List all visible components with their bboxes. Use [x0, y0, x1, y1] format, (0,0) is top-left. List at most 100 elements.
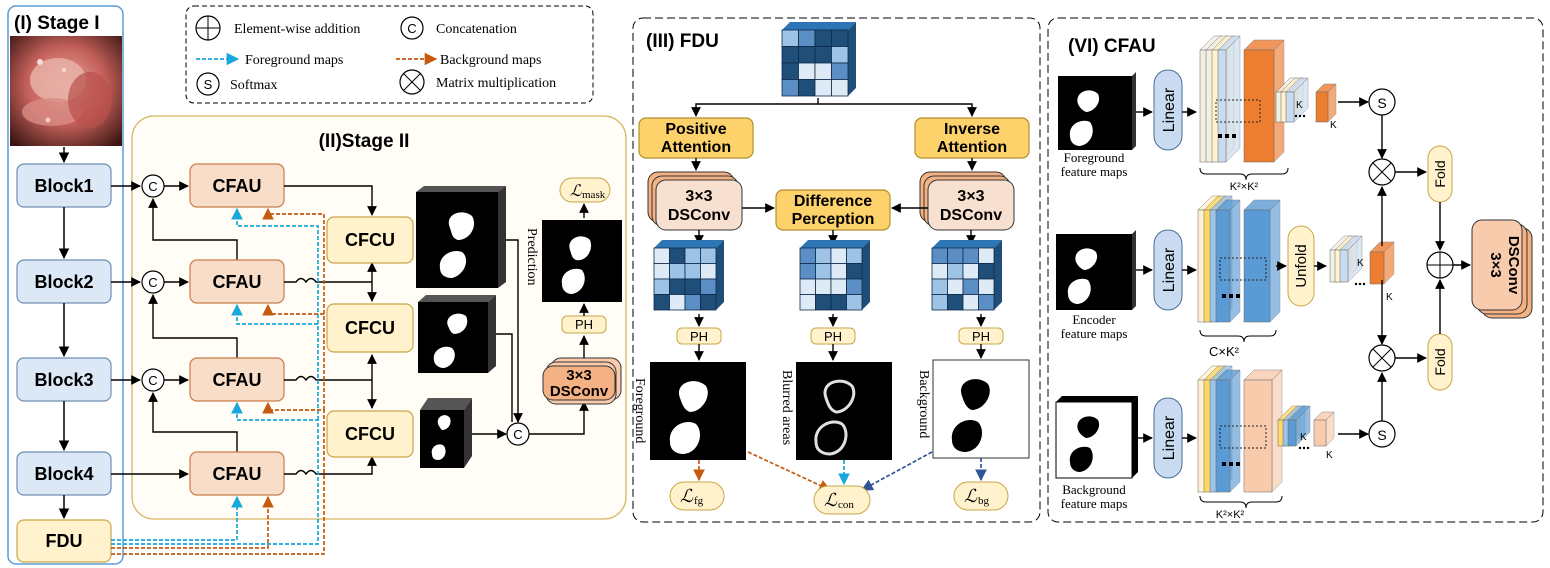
encoder-feature-map — [1056, 230, 1136, 310]
cube-cell — [815, 294, 832, 311]
cube-cell — [962, 247, 979, 264]
cube-cell — [815, 247, 832, 264]
svg-text:Encoder: Encoder — [1072, 312, 1116, 327]
svg-text:ℒ: ℒ — [824, 490, 838, 510]
cube-cell — [846, 294, 863, 311]
cube-cell — [814, 29, 832, 47]
ellipsis-dot — [1298, 446, 1302, 450]
stage-1-panel: (I) Stage I Block1 Block2 Block3 Block4 … — [7, 5, 124, 565]
matmul-node-top — [1368, 158, 1396, 186]
fdu-dsconv-right: 3×3 DSConv — [919, 171, 1015, 231]
cube-top-face — [782, 22, 856, 30]
svg-text:C: C — [148, 275, 157, 290]
svg-text:Foreground: Foreground — [1064, 150, 1125, 165]
dim-top: K²×K² — [1230, 181, 1259, 193]
cube-cell — [799, 263, 816, 280]
legend-add-label: Element-wise addition — [234, 22, 360, 37]
cube-top-face — [932, 240, 1002, 248]
slab-front — [1217, 49, 1227, 163]
cfcu-box-1 — [326, 216, 414, 264]
fg-feature-map — [1058, 72, 1136, 150]
slab-front — [1315, 91, 1329, 123]
svg-text:3×3: 3×3 — [566, 367, 591, 384]
softmax-node-bottom: S — [1368, 420, 1396, 448]
svg-text:ℒ: ℒ — [570, 183, 582, 200]
linear-box-1: Linear — [1153, 69, 1183, 151]
svg-text:Fold: Fold — [1432, 348, 1448, 375]
cube-side-face — [716, 240, 724, 310]
softmax-icon: S — [196, 72, 220, 96]
svg-text:3×3: 3×3 — [685, 188, 712, 205]
cube-cell — [931, 247, 948, 264]
linear-box-3: Linear — [1153, 397, 1183, 479]
prediction-map — [542, 220, 622, 302]
cfau-label-4: CFAU — [213, 464, 262, 484]
k-label-top: K — [1296, 100, 1303, 111]
loss-con: ℒ con — [813, 485, 871, 515]
svg-text:feature maps: feature maps — [1061, 496, 1128, 511]
cfau-slab-stacks — [1197, 35, 1395, 493]
ellipsis-dot — [1225, 134, 1229, 138]
foreground-map — [650, 362, 746, 460]
dim-bot: K²×K² — [1216, 509, 1245, 521]
ellipsis-dot — [1222, 294, 1226, 298]
svg-text:PH: PH — [575, 317, 593, 332]
k-label-top-b: K — [1330, 120, 1337, 131]
bg-feature-map — [1055, 396, 1138, 479]
fdu-dsconv-left: 3×3 DSConv — [647, 171, 743, 231]
cube-top-face — [800, 240, 870, 248]
ellipsis-dot — [1236, 294, 1240, 298]
prediction-label: Prediction — [524, 228, 539, 286]
cube-cell — [798, 29, 816, 47]
cube-cell — [798, 79, 816, 97]
fdu-label: FDU — [46, 531, 83, 551]
svg-text:Fold: Fold — [1432, 160, 1448, 187]
cfcu-label-3: CFCU — [345, 424, 395, 444]
ellipsis-dot — [1229, 462, 1233, 466]
cube-cell — [947, 263, 964, 280]
cube-cell — [684, 263, 701, 280]
slab-front — [1339, 249, 1349, 283]
fdu-input-tensor — [781, 22, 856, 97]
matmul-icon — [399, 69, 425, 95]
ellipsis-dot — [1294, 114, 1298, 118]
slab-side — [1269, 199, 1281, 323]
slab-front — [1285, 91, 1295, 123]
cfcu-box-2 — [326, 303, 414, 353]
feature-map-large — [416, 186, 506, 288]
cube-cell — [653, 247, 670, 264]
svg-text:Perception: Perception — [792, 211, 875, 228]
svg-text:Difference: Difference — [794, 193, 872, 210]
cfau-label-3: CFAU — [213, 370, 262, 390]
cube-cell — [947, 278, 964, 295]
add-icon — [195, 15, 221, 41]
svg-text:C: C — [513, 427, 522, 442]
fdu-feature-mid — [799, 240, 870, 311]
slab-front — [1243, 49, 1275, 163]
cube-cell — [669, 263, 686, 280]
svg-text:S: S — [1377, 95, 1386, 111]
svg-text:DSConv: DSConv — [940, 207, 1002, 224]
svg-text:3×3: 3×3 — [1487, 252, 1504, 277]
cube-cell — [831, 79, 849, 97]
stage-1-title: (I) Stage I — [14, 13, 100, 34]
add-node — [1426, 251, 1454, 279]
cube-cell — [962, 263, 979, 280]
legend-matmul-label: Matrix multiplication — [436, 76, 556, 91]
cube-cell — [669, 278, 686, 295]
cube-cell — [798, 46, 816, 64]
ellipsis-dot — [1362, 282, 1366, 286]
cube-cell — [669, 294, 686, 311]
svg-text:3×3: 3×3 — [957, 188, 984, 205]
fdu-feature-right — [931, 240, 1002, 311]
cube-cell — [830, 278, 847, 295]
cube-cell — [684, 247, 701, 264]
fdu-box — [16, 519, 112, 563]
loss-fg: ℒ fg — [669, 481, 725, 511]
cube-cell — [846, 247, 863, 264]
slab-front — [1243, 379, 1273, 493]
cube-side-face — [994, 240, 1002, 310]
foreground-label: Foreground — [632, 378, 647, 443]
blurred-label: Blurred areas — [779, 370, 794, 445]
cube-cell — [700, 263, 717, 280]
